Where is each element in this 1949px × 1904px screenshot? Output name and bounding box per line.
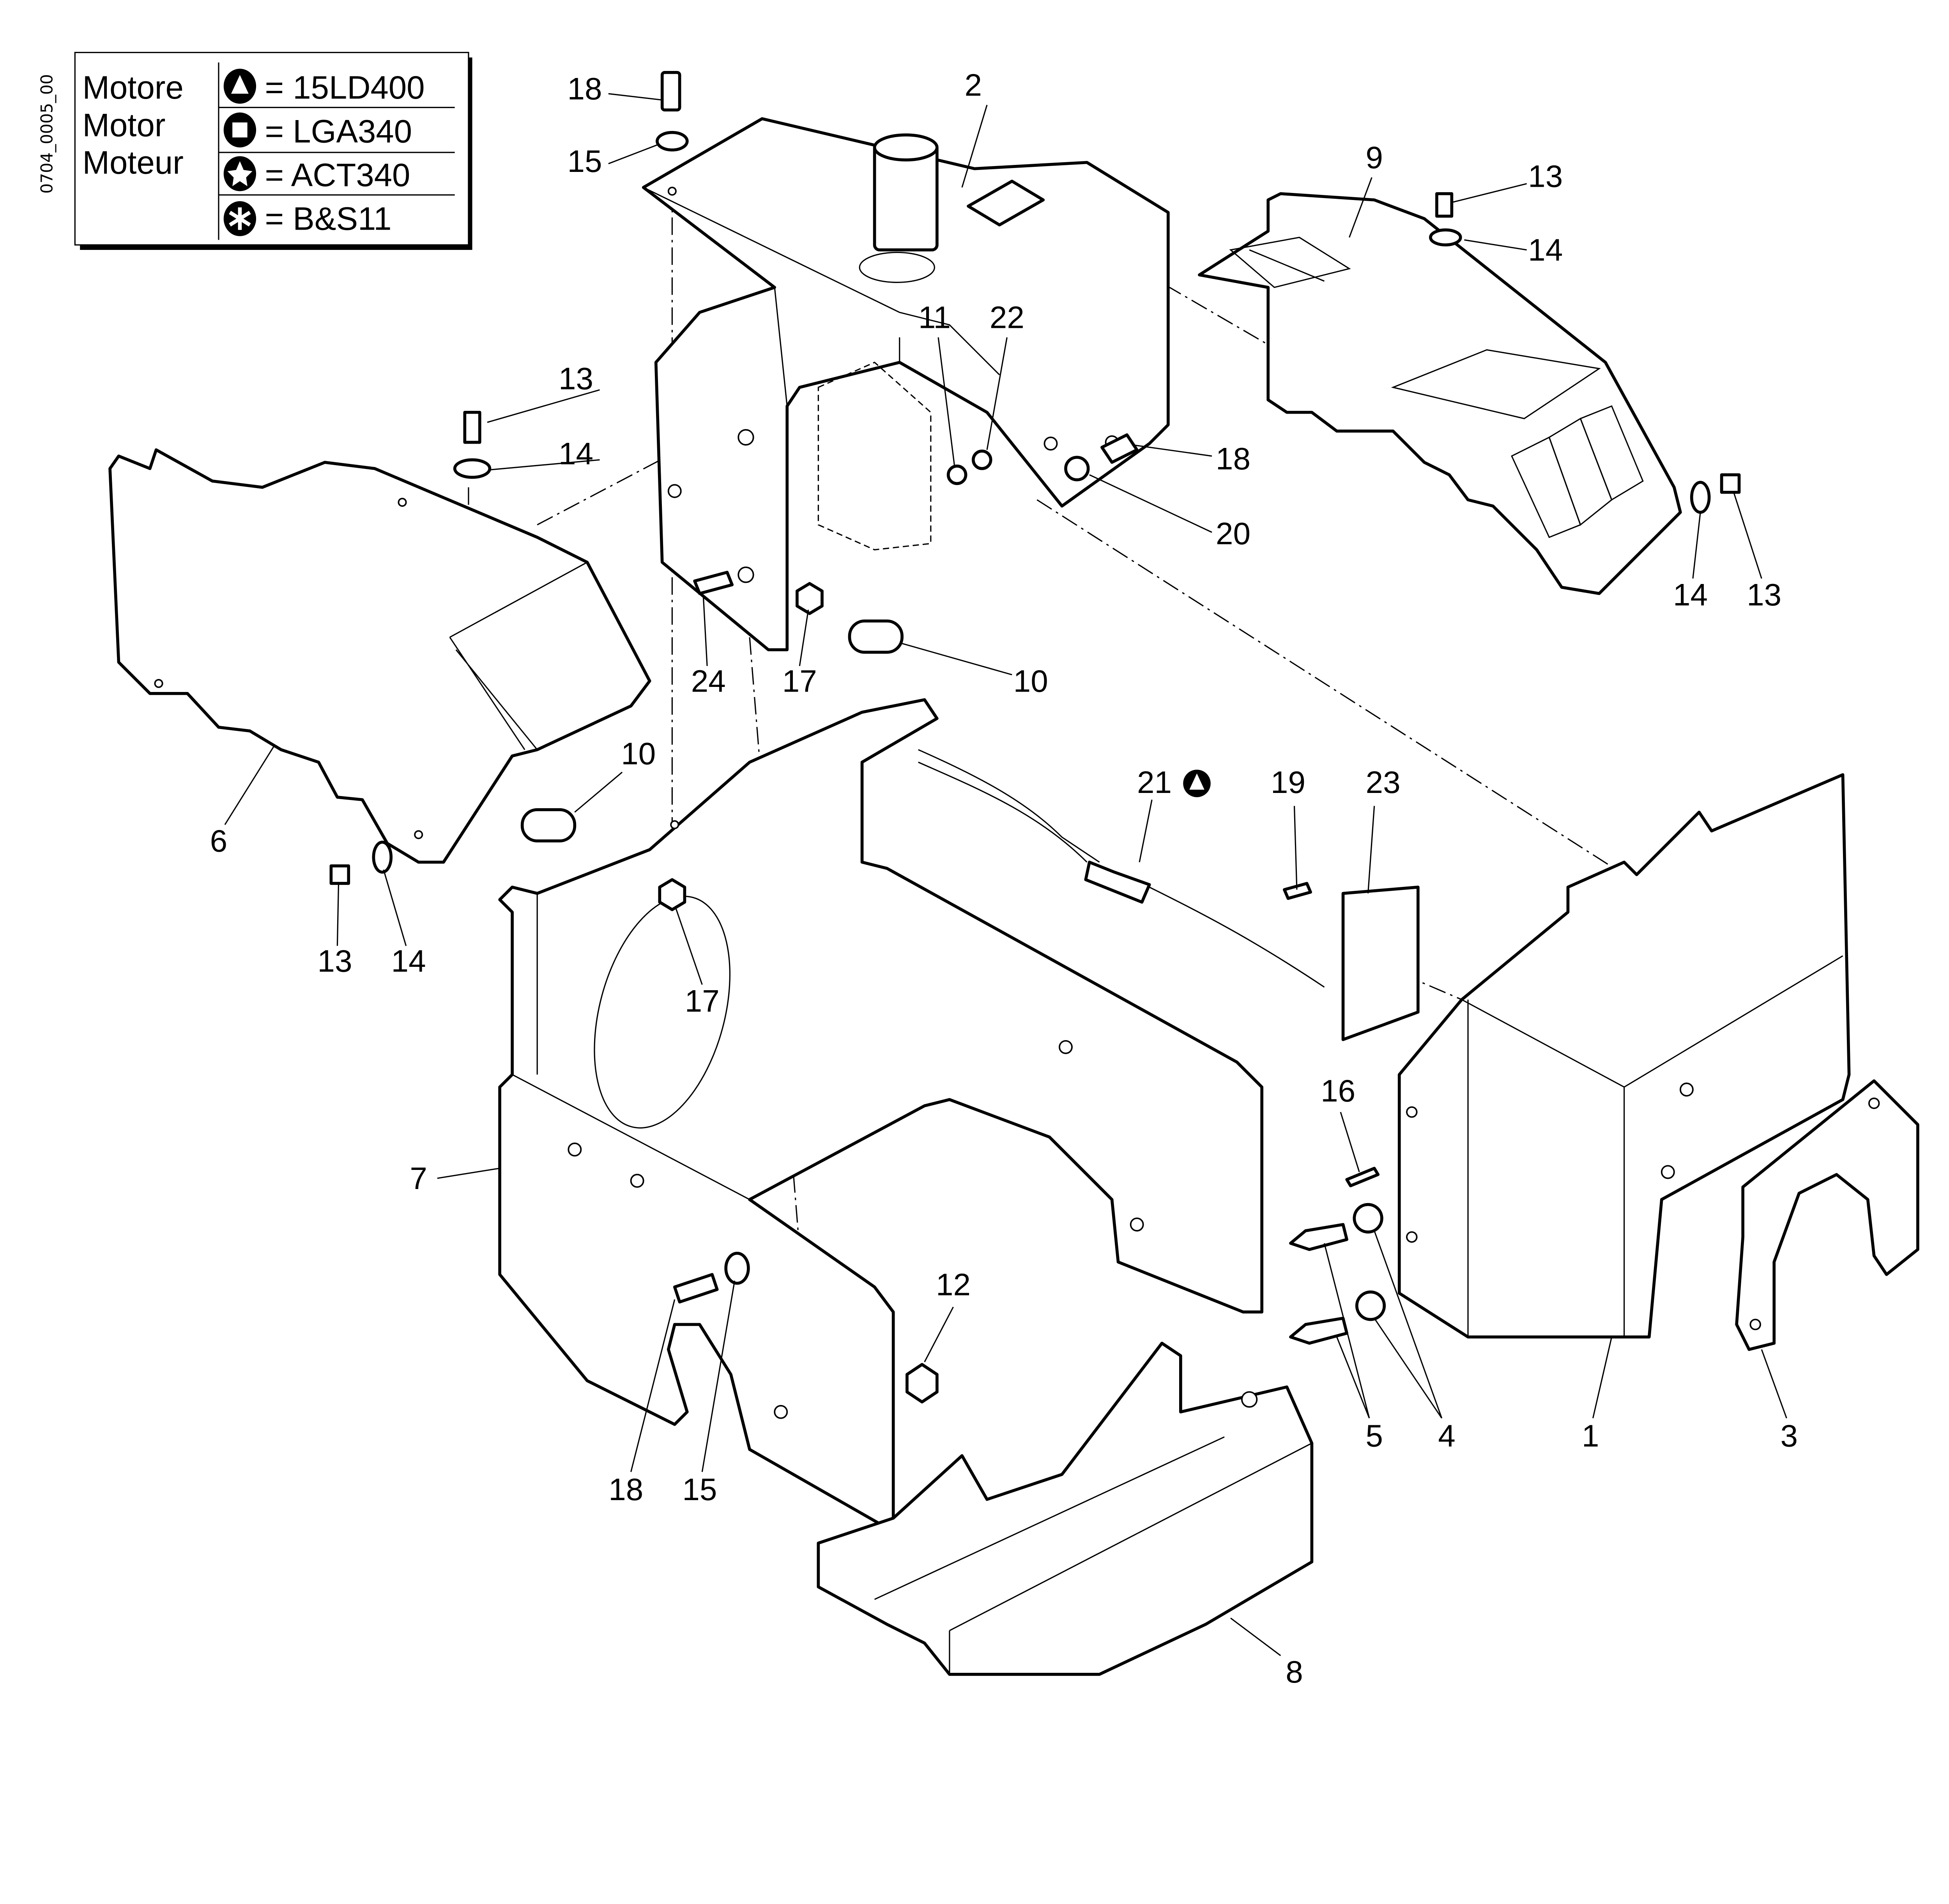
legend-entry-bs11: = B&S11: [265, 201, 391, 237]
part-8-base-tray: [817, 1341, 1314, 1676]
legend-label-de: Motor: [83, 107, 166, 143]
legend-entry-lga340: = LGA340: [265, 113, 412, 149]
legend-label-fr: Moteur: [83, 145, 184, 181]
legend-label-it: Motore: [83, 69, 184, 106]
callout-13: 13: [317, 943, 352, 978]
callout-17: 17: [782, 663, 817, 698]
callout-13: 13: [559, 361, 593, 396]
callout-4: 4: [1438, 1418, 1456, 1453]
callout-21: 21: [1137, 764, 1172, 800]
callout-19: 19: [1271, 764, 1305, 800]
exploded-parts-diagram: 0704_0005_00 Motore Motor Moteur = 15LD4…: [37, 52, 1919, 1690]
leader-lines: [224, 93, 1787, 1656]
callout-6: 6: [210, 823, 228, 858]
callout-11: 11: [918, 300, 951, 335]
callout-20: 20: [1216, 516, 1250, 551]
legend-entry-15ld400: = 15LD400: [265, 69, 424, 106]
callout-15: 15: [567, 143, 602, 179]
part-9-right-top-cover: [1198, 192, 1682, 595]
part-2-top-bracket: [642, 117, 1170, 651]
callout-14: 14: [559, 436, 593, 471]
callout-14: 14: [1673, 577, 1708, 612]
triangle-in-circle-icon: [1183, 770, 1211, 797]
callout-17: 17: [685, 983, 720, 1018]
part-6-left-cover: [108, 448, 651, 864]
part-7-main-frame: [498, 698, 1264, 1526]
part-1-right-housing: [1397, 773, 1851, 1339]
callout-2: 2: [965, 67, 982, 103]
callout-5: 5: [1365, 1418, 1383, 1453]
callout-23: 23: [1366, 764, 1401, 800]
callout-22: 22: [990, 300, 1024, 335]
fasteners: [329, 71, 1741, 1403]
callout-10: 10: [1013, 663, 1048, 698]
callout-24: 24: [691, 663, 726, 698]
drawing-code: 0704_0005_00: [37, 74, 57, 194]
callout-10: 10: [621, 736, 656, 771]
callout-8: 8: [1286, 1654, 1303, 1689]
callout-14: 14: [391, 943, 426, 978]
legend-entry-act340: = ACT340: [265, 157, 410, 193]
callout-1: 1: [1582, 1418, 1599, 1453]
callout-3: 3: [1780, 1418, 1798, 1453]
part-3-bracket-plate: [1735, 1079, 1919, 1351]
callout-13: 13: [1528, 159, 1563, 194]
square-in-circle-icon: [223, 112, 256, 148]
asterisk-in-circle-icon: [223, 201, 256, 236]
callout-9: 9: [1365, 140, 1383, 175]
callout-12: 12: [936, 1267, 971, 1302]
callout-18: 18: [608, 1472, 643, 1507]
callout-labels: 18 2 15 9 13 14 11 22 13 14 18 20 14 13 …: [210, 67, 1798, 1690]
triangle-in-circle-icon: [223, 69, 256, 104]
callout-18: 18: [567, 71, 602, 106]
star-in-circle-icon: [223, 156, 256, 191]
callout-15: 15: [682, 1472, 717, 1507]
callout-7: 7: [410, 1161, 427, 1196]
callout-18: 18: [1216, 441, 1250, 476]
callout-13: 13: [1747, 577, 1781, 612]
engine-legend: Motore Motor Moteur = 15LD400 = LGA340 =…: [74, 52, 472, 250]
callout-14: 14: [1528, 232, 1563, 267]
callout-16: 16: [1321, 1073, 1355, 1108]
